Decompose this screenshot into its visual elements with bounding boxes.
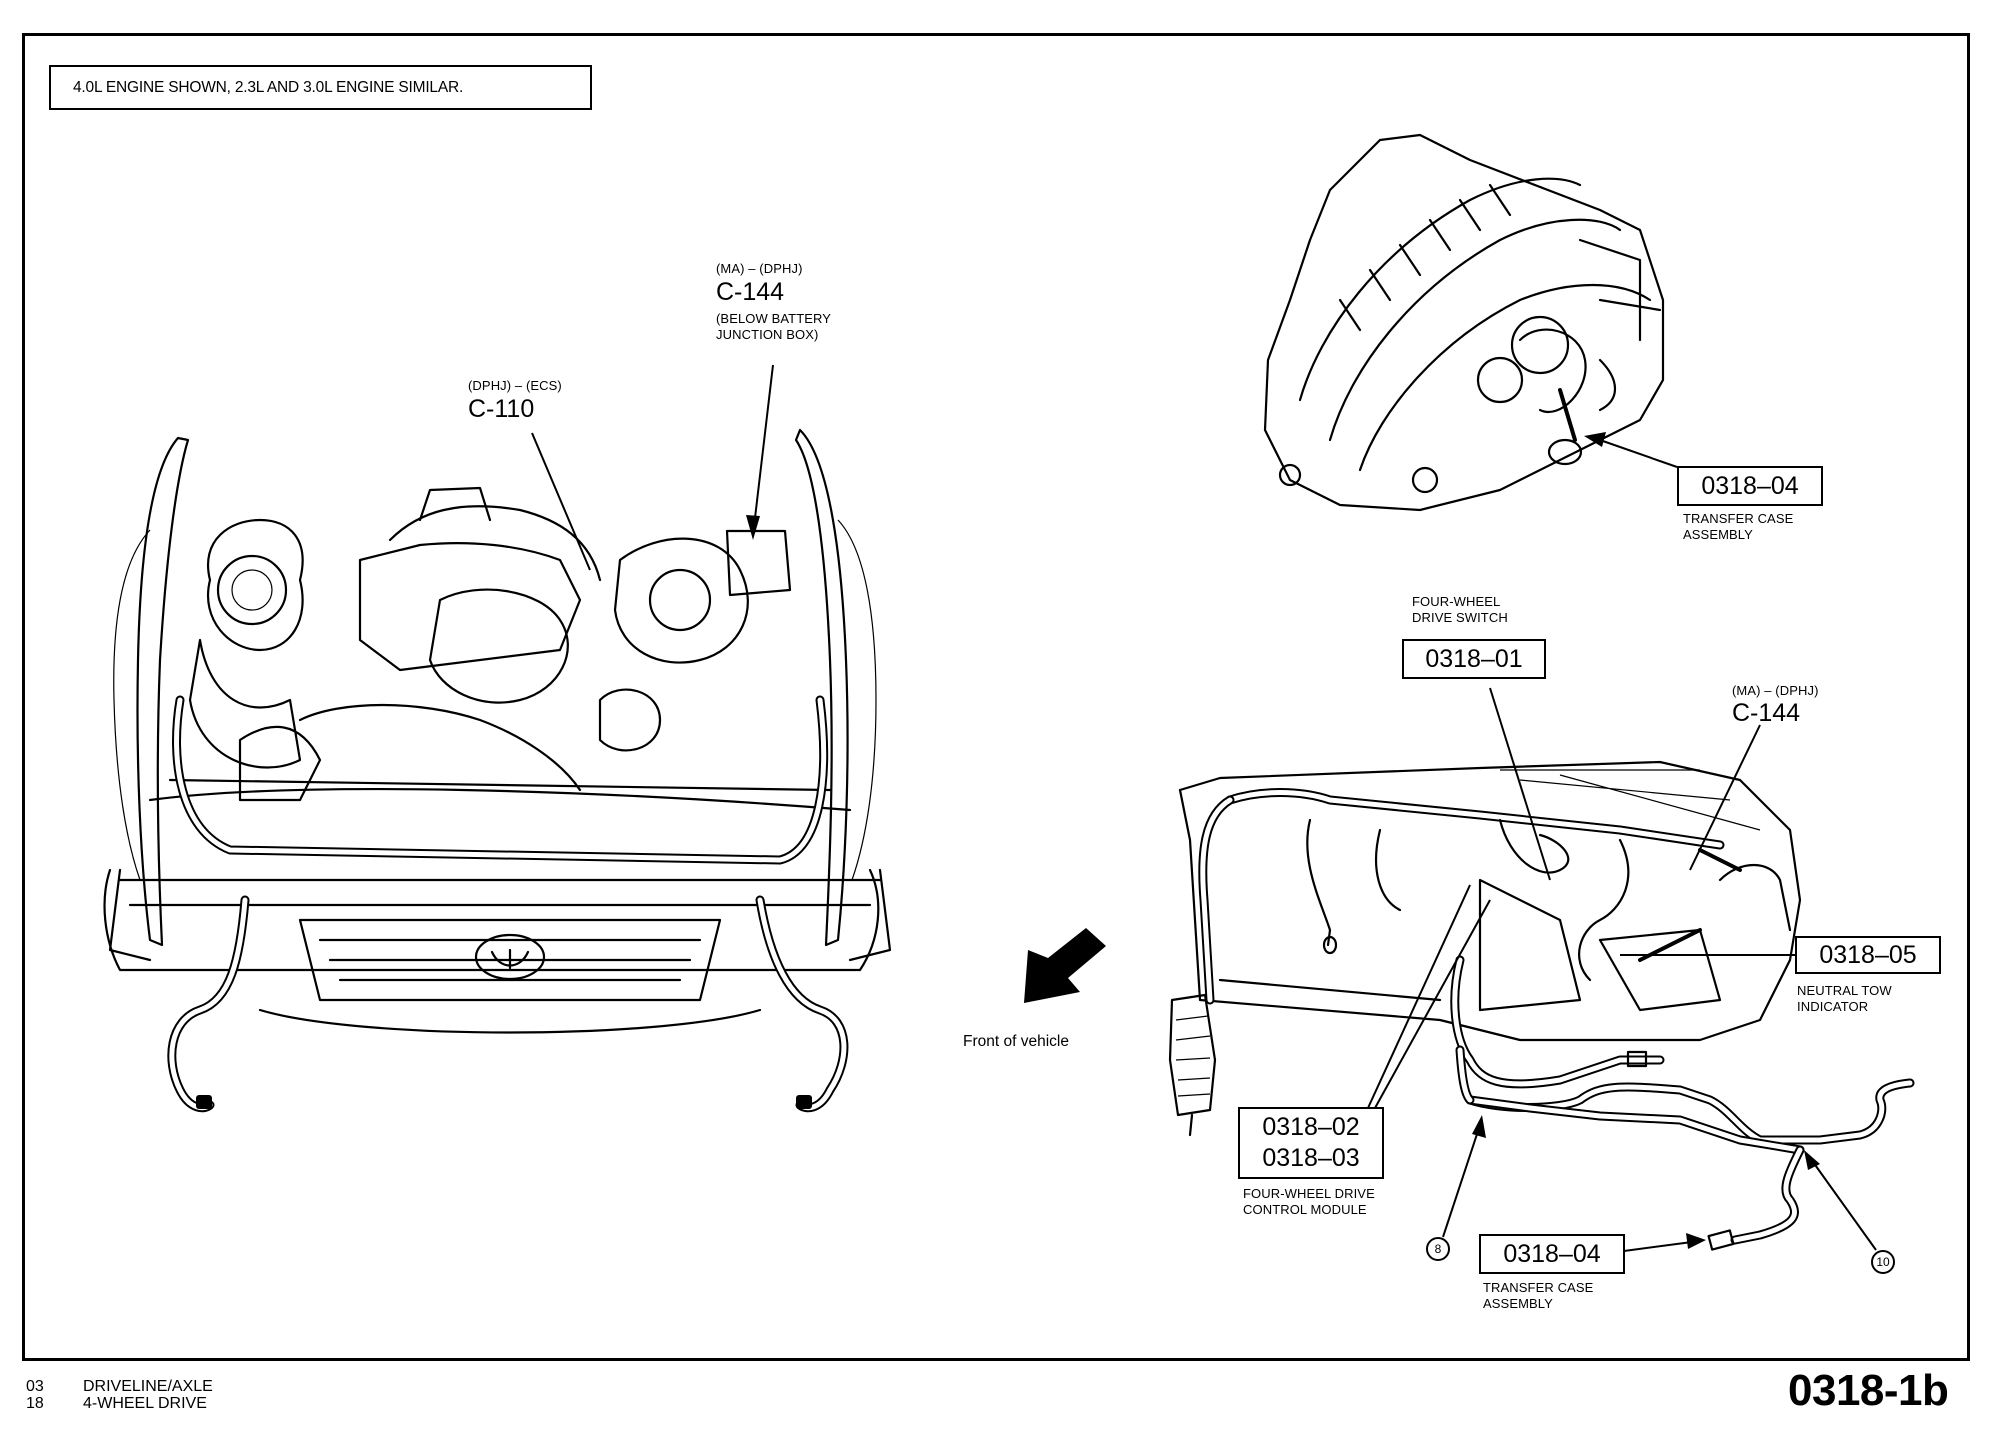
- transfer-case-bottom-desc2: ASSEMBLY: [1483, 1296, 1553, 1311]
- footer-section-number: 03: [26, 1378, 44, 1395]
- c110-connector-id: C-110: [468, 395, 535, 423]
- c144-location-line2: JUNCTION BOX): [716, 327, 819, 342]
- neutral-tow-desc1: NEUTRAL TOW: [1797, 983, 1892, 998]
- footer-section-title: DRIVELINE/AXLE: [83, 1378, 213, 1395]
- ref-box-control-module[interactable]: 0318–02 0318–03: [1238, 1107, 1384, 1179]
- switch-desc2: DRIVE SWITCH: [1412, 610, 1508, 625]
- ref-four-wheel-drive-switch: 0318–01: [1425, 644, 1523, 673]
- transfer-case-bottom-desc1: TRANSFER CASE: [1483, 1280, 1594, 1295]
- callout-8-label: 8: [1434, 1242, 1442, 1256]
- callout-8: 8: [1426, 1237, 1450, 1261]
- neutral-tow-desc2: INDICATOR: [1797, 999, 1869, 1014]
- footer-subsection-title: 4-WHEEL DRIVE: [83, 1395, 207, 1412]
- front-of-vehicle-label: Front of vehicle: [963, 1033, 1069, 1050]
- c144-engine-connector-id: C-144: [716, 278, 785, 306]
- c110-codes: (DPHJ) – (ECS): [468, 378, 562, 393]
- c144-dash-codes: (MA) – (DPHJ): [1732, 683, 1819, 698]
- control-module-desc1: FOUR-WHEEL DRIVE: [1243, 1186, 1375, 1201]
- transfer-case-top-desc1: TRANSFER CASE: [1683, 511, 1794, 526]
- callout-10: 10: [1871, 1250, 1895, 1274]
- ref-transfer-case-top: 0318–04: [1701, 471, 1799, 500]
- ref-box-four-wheel-drive-switch[interactable]: 0318–01: [1402, 639, 1546, 679]
- c144-location-line1: (BELOW BATTERY: [716, 311, 832, 326]
- c144-engine-codes: (MA) – (DPHJ): [716, 261, 803, 276]
- callout-10-label: 10: [1876, 1255, 1890, 1269]
- ref-neutral-tow: 0318–05: [1819, 940, 1917, 969]
- ref-box-transfer-case-bottom[interactable]: 0318–04: [1479, 1234, 1625, 1274]
- ref-transfer-case-bottom: 0318–04: [1503, 1239, 1601, 1268]
- ref-box-transfer-case-top[interactable]: 0318–04: [1677, 466, 1823, 506]
- engine-note-text: 4.0L ENGINE SHOWN, 2.3L AND 3.0L ENGINE …: [73, 78, 464, 96]
- c144-dash-connector-id: C-144: [1732, 699, 1801, 727]
- page-id: 0318-1b: [1788, 1366, 1949, 1415]
- control-module-desc2: CONTROL MODULE: [1243, 1202, 1367, 1217]
- switch-desc1: FOUR-WHEEL: [1412, 594, 1501, 609]
- ref-control-module-2: 0318–03: [1262, 1144, 1360, 1172]
- page-frame: [22, 33, 1970, 1361]
- ref-control-module-1: 0318–02: [1262, 1113, 1360, 1141]
- engine-note-box: 4.0L ENGINE SHOWN, 2.3L AND 3.0L ENGINE …: [49, 65, 592, 110]
- transfer-case-top-desc2: ASSEMBLY: [1683, 527, 1753, 542]
- footer-subsection-number: 18: [26, 1395, 44, 1412]
- ref-box-neutral-tow[interactable]: 0318–05: [1795, 936, 1941, 974]
